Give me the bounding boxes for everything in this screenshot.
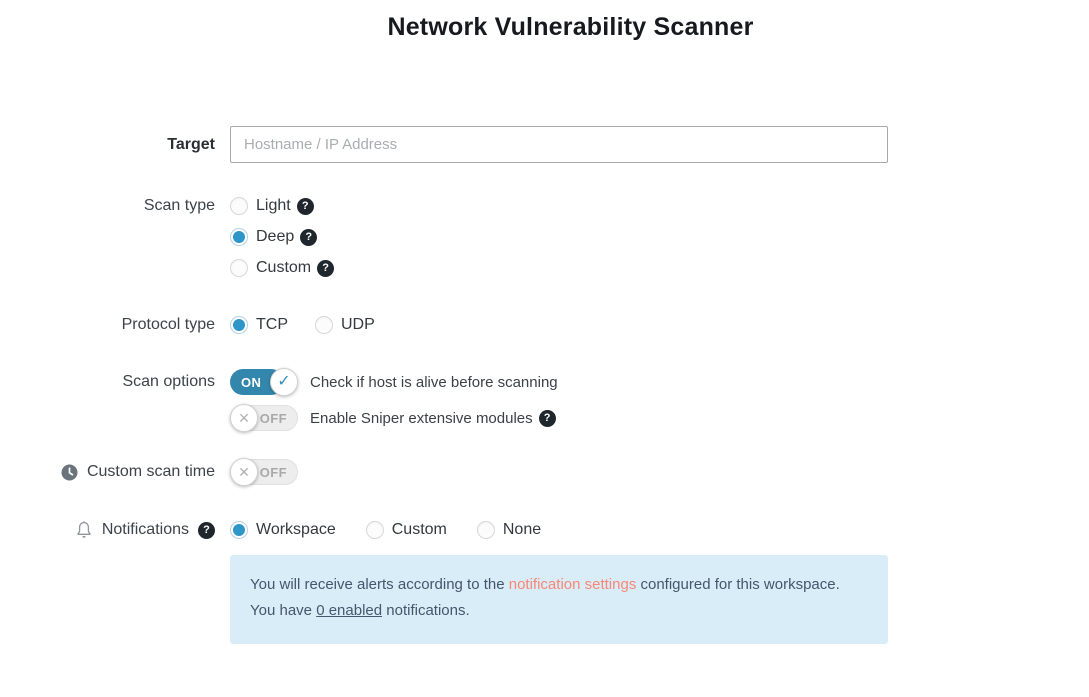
custom-scan-time-label-group: Custom scan time (0, 463, 215, 481)
radio-label: Deep (256, 228, 295, 245)
radio-label: Custom (256, 259, 312, 276)
radio-protocol-udp[interactable]: UDP (315, 316, 375, 334)
notifications-row: Notifications ? Workspace Custom None (0, 520, 888, 540)
toggle-host-alive[interactable]: ON ✓ (230, 368, 298, 396)
radio-label: Light (256, 197, 291, 214)
protocol-type-label: Protocol type (121, 316, 215, 333)
radio-notifications-custom[interactable]: Custom (365, 521, 447, 539)
target-input[interactable] (230, 126, 888, 163)
radio-button[interactable] (315, 316, 333, 334)
help-icon[interactable]: ? (198, 521, 215, 539)
help-icon[interactable]: ? (317, 259, 335, 277)
radio-label: None (502, 521, 542, 538)
target-row: Target (0, 126, 888, 163)
radio-button[interactable] (230, 197, 248, 215)
check-icon: ✓ (277, 373, 291, 390)
info-line-1: You will receive alerts according to the… (250, 576, 840, 593)
toggle-knob: ✕ (230, 404, 258, 432)
radio-protocol-tcp[interactable]: TCP (230, 316, 288, 334)
scan-type-row: Scan type Light ? Deep ? Custom ? (0, 197, 888, 277)
target-label: Target (167, 135, 215, 153)
radio-scan-type-custom[interactable]: Custom ? (230, 259, 888, 277)
notifications-info-box: You will receive alerts according to the… (230, 555, 888, 644)
help-icon[interactable]: ? (296, 197, 314, 215)
radio-button[interactable] (365, 521, 384, 539)
radio-button[interactable] (230, 228, 248, 246)
protocol-type-row: Protocol type TCP UDP (0, 316, 888, 334)
radio-button[interactable] (230, 259, 248, 277)
enabled-notifications-link[interactable]: 0 enabled (316, 602, 383, 619)
info-box-row: You will receive alerts according to the… (0, 555, 888, 644)
page-title: Network Vulnerability Scanner (387, 13, 754, 41)
toggle-custom-scan-time[interactable]: OFF ✕ (230, 458, 298, 486)
toggle-host-alive-label: Check if host is alive before scanning (310, 373, 558, 391)
radio-button[interactable] (230, 521, 248, 539)
radio-label: TCP (256, 316, 288, 333)
radio-scan-type-deep[interactable]: Deep ? (230, 228, 888, 246)
bell-icon (75, 520, 93, 540)
scan-options-label: Scan options (122, 373, 215, 390)
toggle-knob: ✕ (230, 458, 258, 486)
notifications-label: Notifications (101, 521, 189, 538)
custom-scan-time-label: Custom scan time (86, 463, 215, 480)
radio-button[interactable] (230, 316, 248, 334)
radio-scan-type-light[interactable]: Light ? (230, 197, 888, 215)
radio-label: Custom (391, 521, 447, 538)
x-icon: ✕ (238, 410, 250, 426)
scanner-form: Target Scan type Light ? Deep ? (0, 126, 888, 644)
help-icon[interactable]: ? (300, 228, 318, 246)
clock-icon (61, 464, 78, 481)
scan-options-row: Scan options ON ✓ Check if host is alive… (0, 368, 888, 432)
custom-scan-time-row: Custom scan time OFF ✕ (0, 458, 888, 486)
x-icon: ✕ (238, 464, 250, 480)
toggle-knob: ✓ (270, 368, 298, 396)
scan-type-label: Scan type (143, 197, 215, 214)
radio-notifications-workspace[interactable]: Workspace (230, 521, 336, 539)
radio-label: Workspace (256, 521, 336, 538)
notifications-label-group: Notifications ? (0, 520, 215, 540)
radio-button[interactable] (476, 521, 495, 539)
notification-settings-link[interactable]: notification settings (508, 576, 637, 593)
radio-notifications-none[interactable]: None (476, 521, 542, 539)
radio-label: UDP (341, 316, 375, 333)
help-icon[interactable]: ? (538, 409, 556, 427)
info-line-2: You have 0 enabled notifications. (250, 602, 470, 619)
toggle-sniper-modules-label: Enable Sniper extensive modules? (310, 409, 556, 427)
toggle-sniper-modules[interactable]: OFF ✕ (230, 404, 298, 432)
